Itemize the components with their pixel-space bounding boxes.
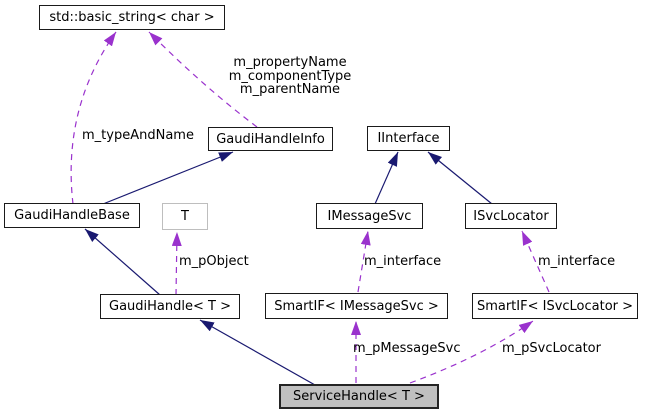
edge-label-interface-right: m_interface — [538, 254, 616, 269]
node-gaudihandleinfo[interactable]: GaudiHandleInfo — [208, 127, 333, 151]
edge-label-component-type: m_componentType — [228, 68, 352, 84]
edge-smartif-to-isvclocator — [521, 230, 550, 293]
edge-label-property-group: m_propertyName m_componentType m_parentN… — [225, 56, 355, 97]
node-iinterface[interactable]: IInterface — [367, 126, 450, 151]
edge-servicehandle-to-gaudihandle — [199, 319, 316, 386]
node-gaudihandlebase[interactable]: GaudiHandleBase — [4, 203, 140, 228]
node-imessagesvc[interactable]: IMessageSvc — [316, 203, 423, 229]
node-template-param-t: T — [162, 203, 208, 230]
edge-label-property-name: m_propertyName — [233, 55, 347, 70]
edge-servicehandle-to-smartif-isvclocator — [409, 320, 534, 384]
edge-label-psvclocator: m_pSvcLocator — [502, 341, 601, 356]
edge-handleinfo-to-basicstring — [148, 31, 258, 128]
edge-label-pmessagesvc: m_pMessageSvc — [353, 341, 461, 356]
edge-typeandname-to-basicstring — [70, 31, 117, 205]
edge-label-pobject: m_pObject — [179, 254, 249, 269]
node-servicehandle-t: ServiceHandle< T > — [279, 384, 439, 409]
edge-gaudihandle-to-t — [171, 231, 182, 296]
edge-label-typeandname: m_typeAndName — [82, 128, 194, 143]
node-smartif-imessagesvc[interactable]: SmartIF< IMessageSvc > — [265, 293, 448, 319]
edge-gaudihandlebase-to-gaudihandleinfo — [102, 151, 234, 205]
node-smartif-isvclocator[interactable]: SmartIF< ISvcLocator > — [472, 293, 638, 319]
node-gaudihandle-t[interactable]: GaudiHandle< T > — [100, 294, 240, 319]
edge-gaudihandle-to-gaudihandlebase — [84, 228, 161, 296]
edge-label-interface-left: m_interface — [364, 254, 442, 269]
node-std-basic-string[interactable]: std::basic_string< char > — [39, 5, 225, 30]
edge-isvclocator-to-iinterface — [427, 151, 493, 205]
edge-label-parent-name: m_parentName — [239, 82, 341, 97]
edge-imessagesvc-to-iinterface — [374, 151, 399, 205]
node-isvclocator[interactable]: ISvcLocator — [465, 203, 557, 229]
